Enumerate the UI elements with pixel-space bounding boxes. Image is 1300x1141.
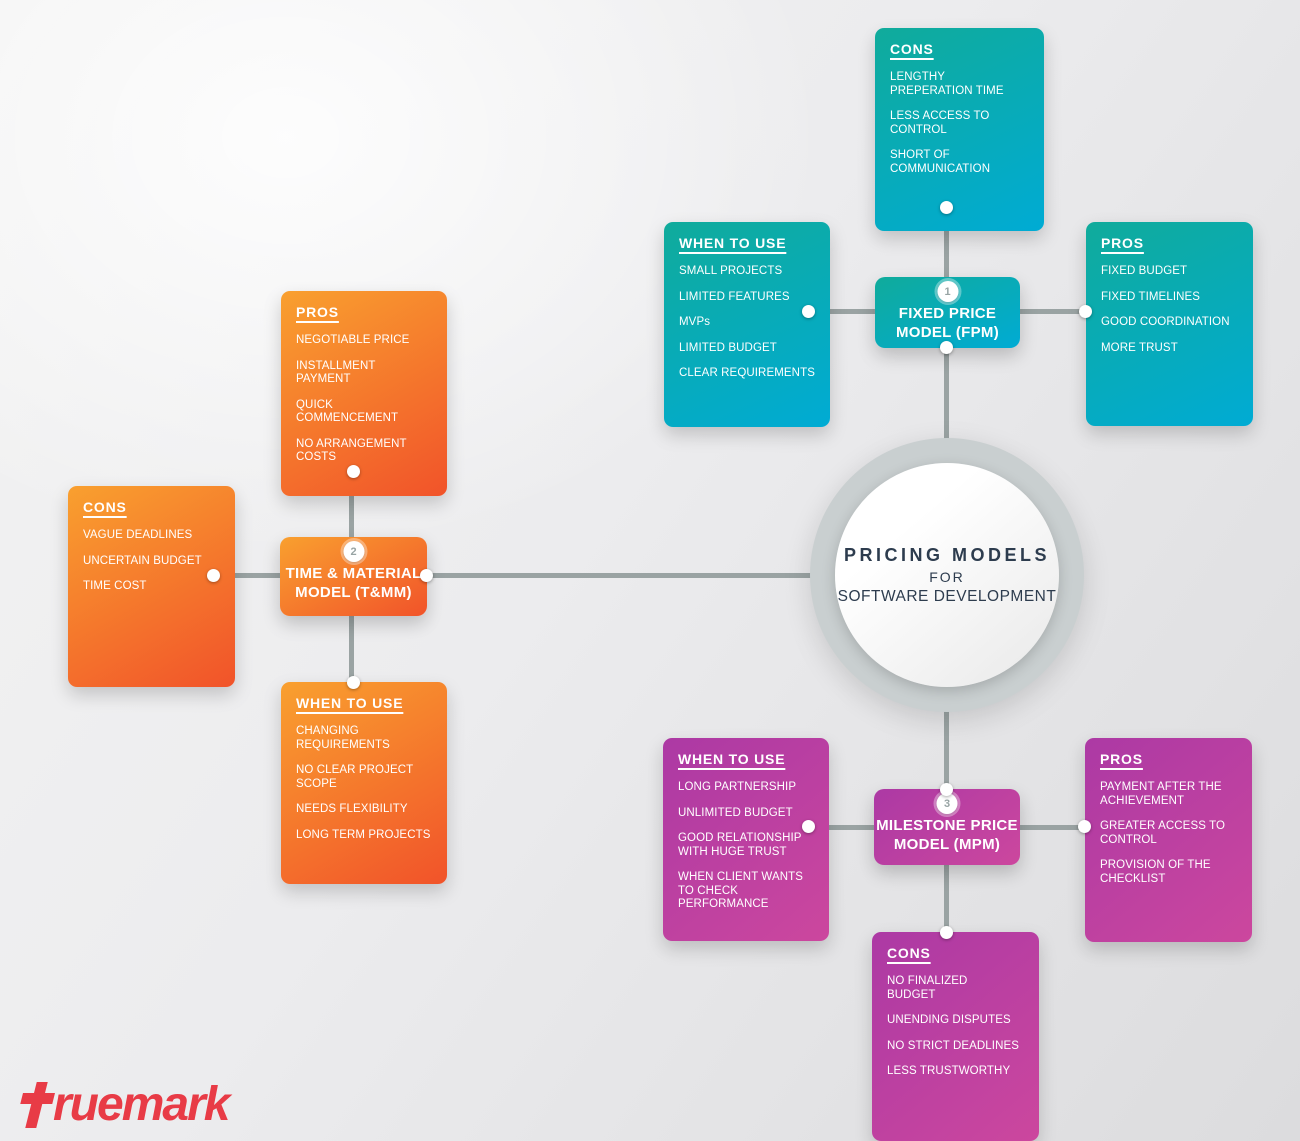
tmm-when-to-use-item: NEEDS FLEXIBILITY — [296, 803, 408, 816]
tmm-title-line2: MODEL (T&MM) — [295, 584, 412, 602]
mpm-cons-item: NO STRICT DEADLINES — [887, 1039, 1020, 1052]
logo-t-cross-icon — [14, 1082, 57, 1128]
tmm-number-badge: 2 — [343, 541, 364, 562]
tmm-pros-card: PROS NEGOTIABLE PRICE INSTALLMENT PAYMEN… — [281, 291, 447, 496]
mpm-cons-item: LESS TRUSTWORTHY — [887, 1065, 1011, 1078]
tmm-when-to-use-card: WHEN TO USE CHANGING REQUIREMENTS NO CLE… — [281, 682, 447, 884]
mpm-cons-card: CONS NO FINALIZED BUDGET UNENDING DISPUT… — [872, 932, 1039, 1141]
fpm-cons-heading: CONS — [890, 41, 934, 57]
mpm-title-line1: MILESTONE PRICE — [876, 817, 1018, 834]
fpm-when-to-use-card: WHEN TO USE SMALL PROJECTS LIMITED FEATU… — [664, 222, 830, 427]
mpm-title-line2: MODEL (MPM) — [893, 836, 1001, 854]
fpm-pros-item: GOOD COORDINATION — [1101, 316, 1230, 329]
center-subtitle-software: SOFTWARE DEVELOPMENT — [837, 587, 1057, 605]
fpm-pros-heading: PROS — [1101, 235, 1144, 251]
tmm-model-title: TIME & MATERIAL MODEL (T&MM) — [280, 564, 427, 602]
mpm-pros-heading: PROS — [1100, 751, 1143, 767]
tmm-cons-item: TIME COST — [83, 580, 147, 593]
connector-dot — [347, 676, 360, 689]
connector-line-horizontal-tmm — [212, 573, 815, 578]
fpm-when-to-use-item: LIMITED BUDGET — [679, 341, 777, 354]
mpm-cons-item: UNENDING DISPUTES — [887, 1014, 1011, 1027]
mpm-number-badge: 3 — [936, 793, 958, 814]
mpm-cons-heading: CONS — [887, 945, 931, 961]
mpm-pros-item: PAYMENT AFTER THE ACHIEVEMENT — [1100, 781, 1222, 807]
truemark-logo: ruemark — [20, 1078, 230, 1131]
mpm-pros-item: GREATER ACCESS TO CONTROL — [1100, 820, 1226, 846]
fpm-when-to-use-item: SMALL PROJECTS — [679, 265, 783, 277]
tmm-when-to-use-item: LONG TERM PROJECTS — [296, 828, 431, 841]
mpm-model-title: MILESTONE PRICE MODEL (MPM) — [874, 816, 1020, 854]
tmm-when-to-use-item: CHANGING REQUIREMENTS — [296, 725, 390, 751]
mpm-when-to-use-item: UNLIMITED BUDGET — [678, 806, 793, 819]
tmm-pros-item: INSTALLMENT PAYMENT — [296, 359, 376, 386]
connector-dot — [940, 926, 953, 939]
fpm-pros-item: MORE TRUST — [1101, 341, 1178, 354]
connector-dot — [940, 341, 953, 354]
tmm-when-to-use-heading: WHEN TO USE — [296, 695, 404, 711]
fpm-number-badge: 1 — [937, 281, 958, 302]
tmm-cons-item: UNCERTAIN BUDGET — [83, 554, 202, 567]
connector-dot — [940, 201, 953, 214]
tmm-model-box: 2 TIME & MATERIAL MODEL (T&MM) — [280, 537, 427, 616]
tmm-pros-item: NEGOTIABLE PRICE — [296, 334, 410, 346]
fpm-model-box: 1 FIXED PRICE MODEL (FPM) — [875, 277, 1020, 348]
fpm-when-to-use-item: CLEAR REQUIREMENTS — [679, 367, 815, 380]
fpm-cons-card: CONS LENGTHY PREPERATION TIME LESS ACCES… — [875, 28, 1044, 231]
mpm-when-to-use-heading: WHEN TO USE — [678, 751, 786, 767]
center-circle-ring: PRICING MODELS FOR SOFTWARE DEVELOPMENT — [810, 438, 1084, 712]
fpm-when-to-use-item: MVPs — [679, 316, 711, 329]
fpm-pros-card: PROS FIXED BUDGET FIXED TIMELINES GOOD C… — [1086, 222, 1253, 426]
center-circle: PRICING MODELS FOR SOFTWARE DEVELOPMENT — [835, 463, 1059, 687]
fpm-when-to-use-heading: WHEN TO USE — [679, 235, 787, 251]
connector-dot — [207, 569, 220, 582]
fpm-cons-item: LESS ACCESS TO CONTROL — [890, 110, 990, 136]
mpm-when-to-use-item: LONG PARTNERSHIP — [678, 781, 797, 793]
fpm-model-title: FIXED PRICE MODEL (FPM) — [875, 304, 1020, 342]
connector-dot — [1079, 305, 1092, 318]
fpm-pros-item: FIXED BUDGET — [1101, 265, 1188, 277]
tmm-pros-heading: PROS — [296, 304, 339, 320]
fpm-title-line1: FIXED PRICE — [898, 305, 997, 322]
connector-dot — [802, 820, 815, 833]
mpm-when-to-use-item: GOOD RELATIONSHIP WITH HUGE TRUST — [678, 832, 802, 858]
fpm-cons-item: SHORT OF COMMUNICATION — [890, 149, 991, 175]
mpm-when-to-use-card: WHEN TO USE LONG PARTNERSHIP UNLIMITED B… — [663, 738, 829, 941]
tmm-pros-item: QUICK COMMENCEMENT — [296, 398, 399, 425]
mpm-model-box: 3 MILESTONE PRICE MODEL (MPM) — [874, 789, 1020, 865]
fpm-title-line2: MODEL (FPM) — [895, 324, 999, 342]
connector-dot — [1078, 820, 1091, 833]
tmm-cons-heading: CONS — [83, 499, 127, 515]
connector-dot — [420, 569, 433, 582]
center-title: PRICING MODELS — [843, 544, 1050, 565]
tmm-when-to-use-item: NO CLEAR PROJECT SCOPE — [296, 764, 414, 790]
mpm-cons-item: NO FINALIZED BUDGET — [887, 975, 968, 1001]
fpm-cons-item: LENGTHY PREPERATION TIME — [890, 71, 1004, 97]
logo-text: ruemark — [53, 1078, 230, 1131]
connector-dot — [347, 465, 360, 478]
tmm-pros-item: NO ARRANGEMENT COSTS — [296, 437, 407, 464]
connector-dot — [940, 783, 953, 796]
fpm-when-to-use-item: LIMITED FEATURES — [679, 290, 790, 303]
center-subtitle-for: FOR — [929, 568, 965, 585]
mpm-when-to-use-item: WHEN CLIENT WANTS TO CHECK PERFORMANCE — [678, 871, 804, 911]
tmm-cons-item: VAGUE DEADLINES — [83, 529, 193, 541]
tmm-cons-card: CONS VAGUE DEADLINES UNCERTAIN BUDGET TI… — [68, 486, 235, 687]
fpm-pros-item: FIXED TIMELINES — [1101, 290, 1201, 303]
tmm-title-line1: TIME & MATERIAL — [285, 565, 422, 582]
connector-dot — [802, 305, 815, 318]
mpm-pros-item: PROVISION OF THE CHECKLIST — [1100, 859, 1211, 885]
mpm-pros-card: PROS PAYMENT AFTER THE ACHIEVEMENT GREAT… — [1085, 738, 1252, 942]
